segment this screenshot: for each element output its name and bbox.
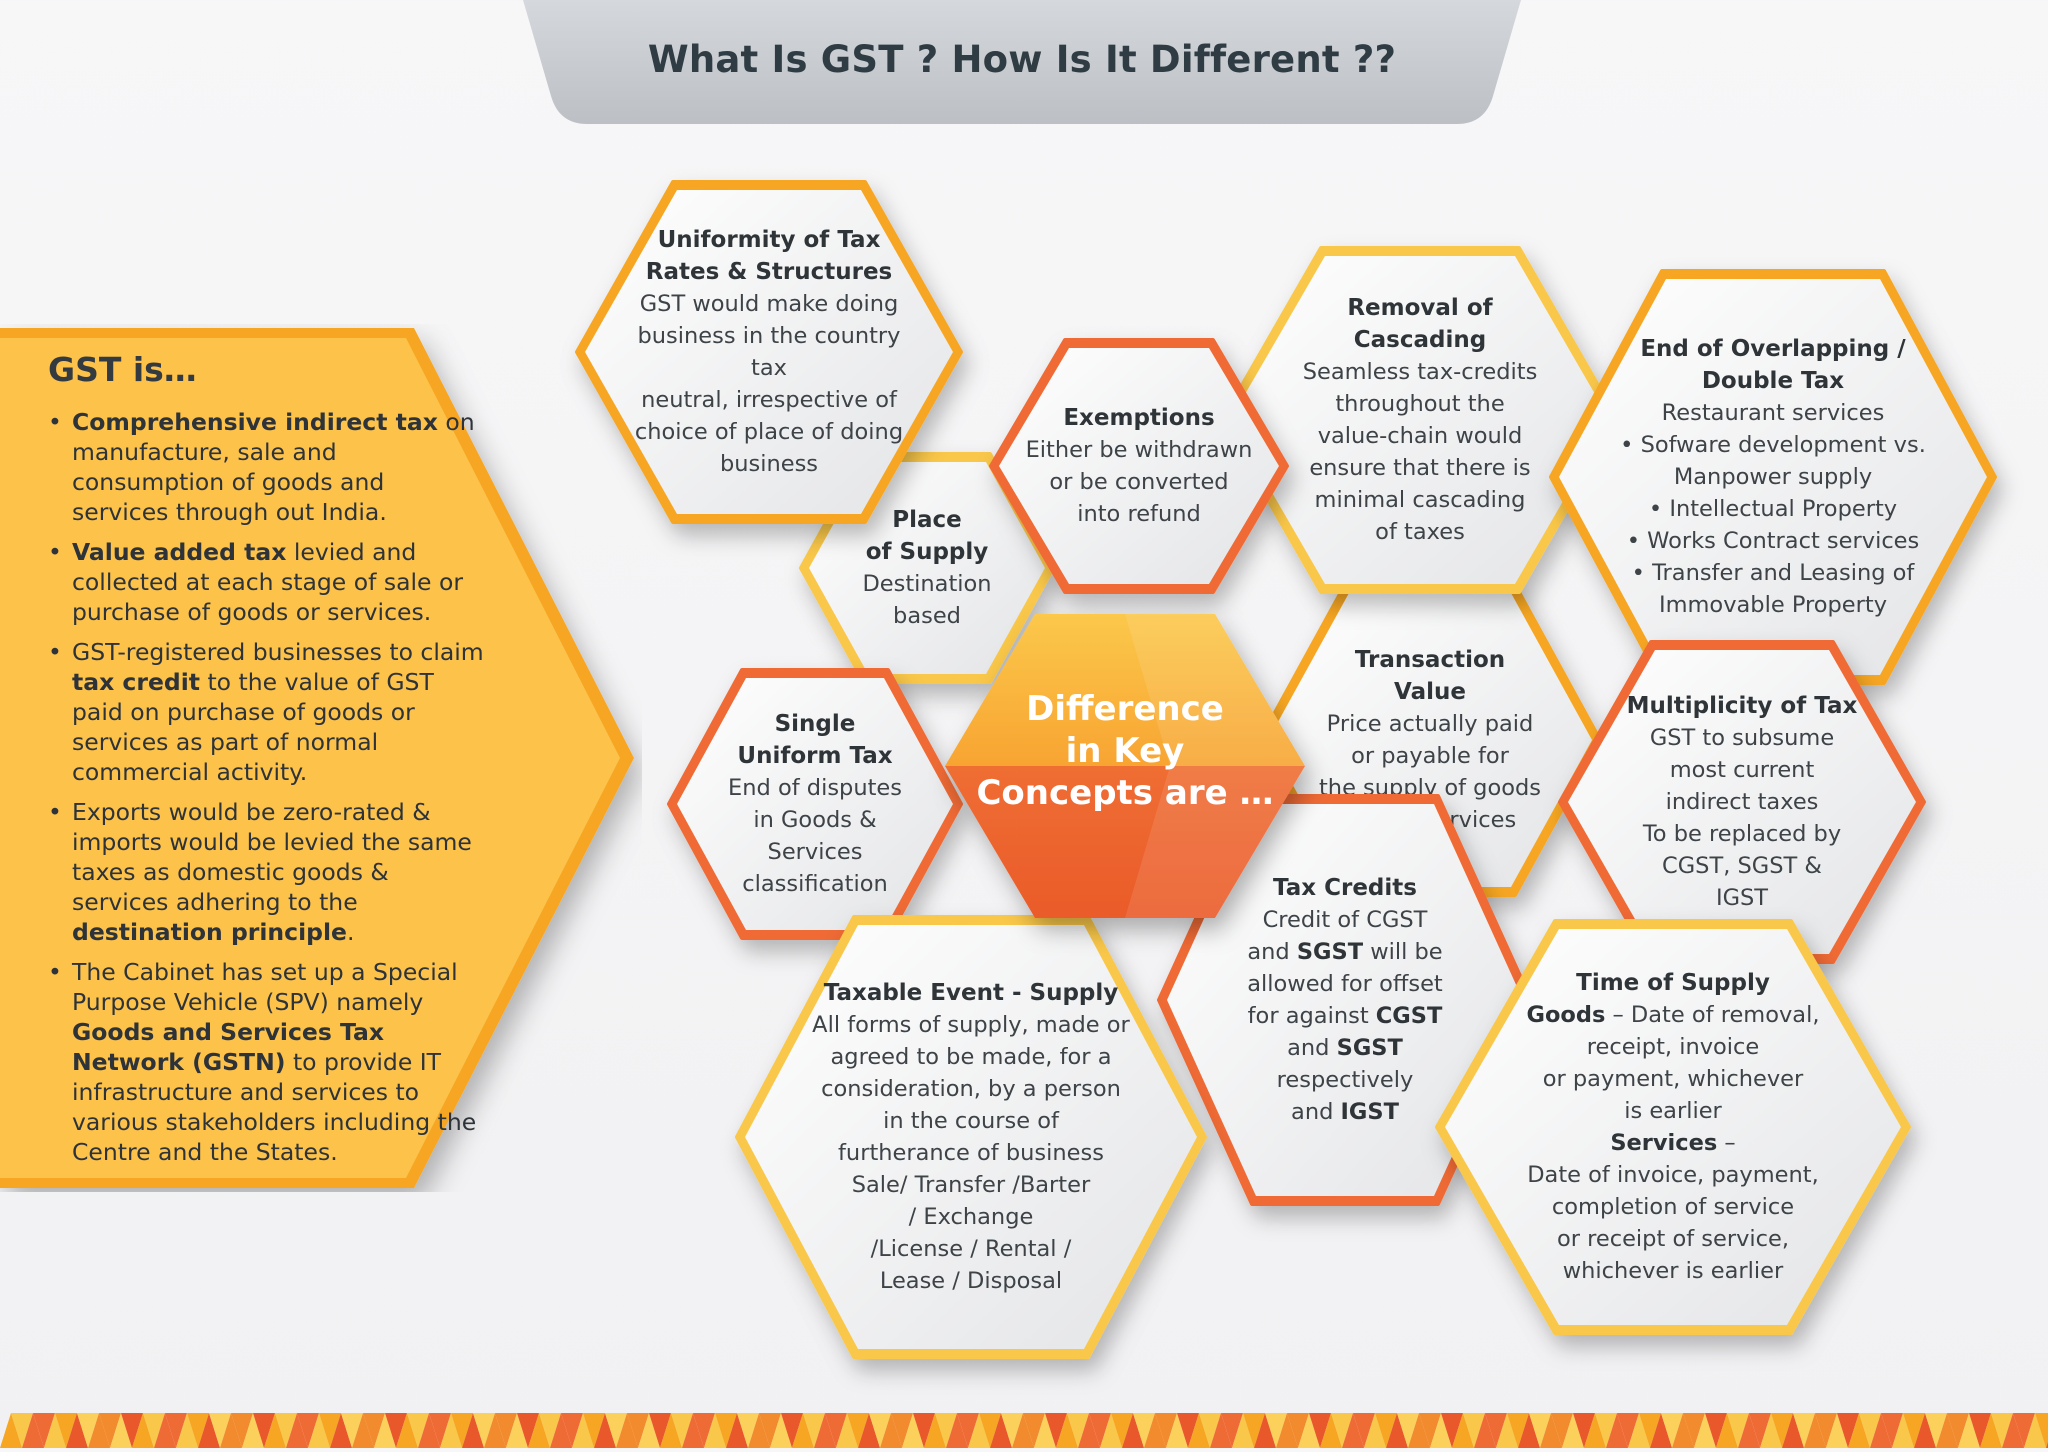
page-title: What Is GST ? How Is It Different ?? [647, 38, 1397, 81]
bullet-item: Exports would be zero-rated & imports wo… [48, 797, 488, 947]
title-tab: What Is GST ? How Is It Different ?? [523, 0, 1521, 124]
center-heading: Difference in Key Concepts are … [976, 689, 1274, 813]
bullet-item: The Cabinet has set up a Special Purpose… [48, 957, 488, 1167]
gst-definition-panel: GST is… Comprehensive indirect tax on ma… [0, 324, 642, 1192]
hex-time-of-supply: Time of Supply Goods – Date of removal, … [1435, 919, 1911, 1335]
gst-bullet-list: Comprehensive indirect tax on manufactur… [48, 407, 488, 1167]
bullet-item: Comprehensive indirect tax on manufactur… [48, 407, 488, 527]
decorative-bottom-stripe [0, 1413, 2048, 1448]
hex-tax-credits: Tax Credits Credit of CGST and SGST will… [1157, 794, 1533, 1206]
center-hex [940, 606, 1310, 926]
bullet-item: GST-registered businesses to claim tax c… [48, 637, 488, 787]
gst-is-heading: GST is… [48, 350, 197, 389]
bullet-item: Value added tax levied and collected at … [48, 537, 488, 627]
